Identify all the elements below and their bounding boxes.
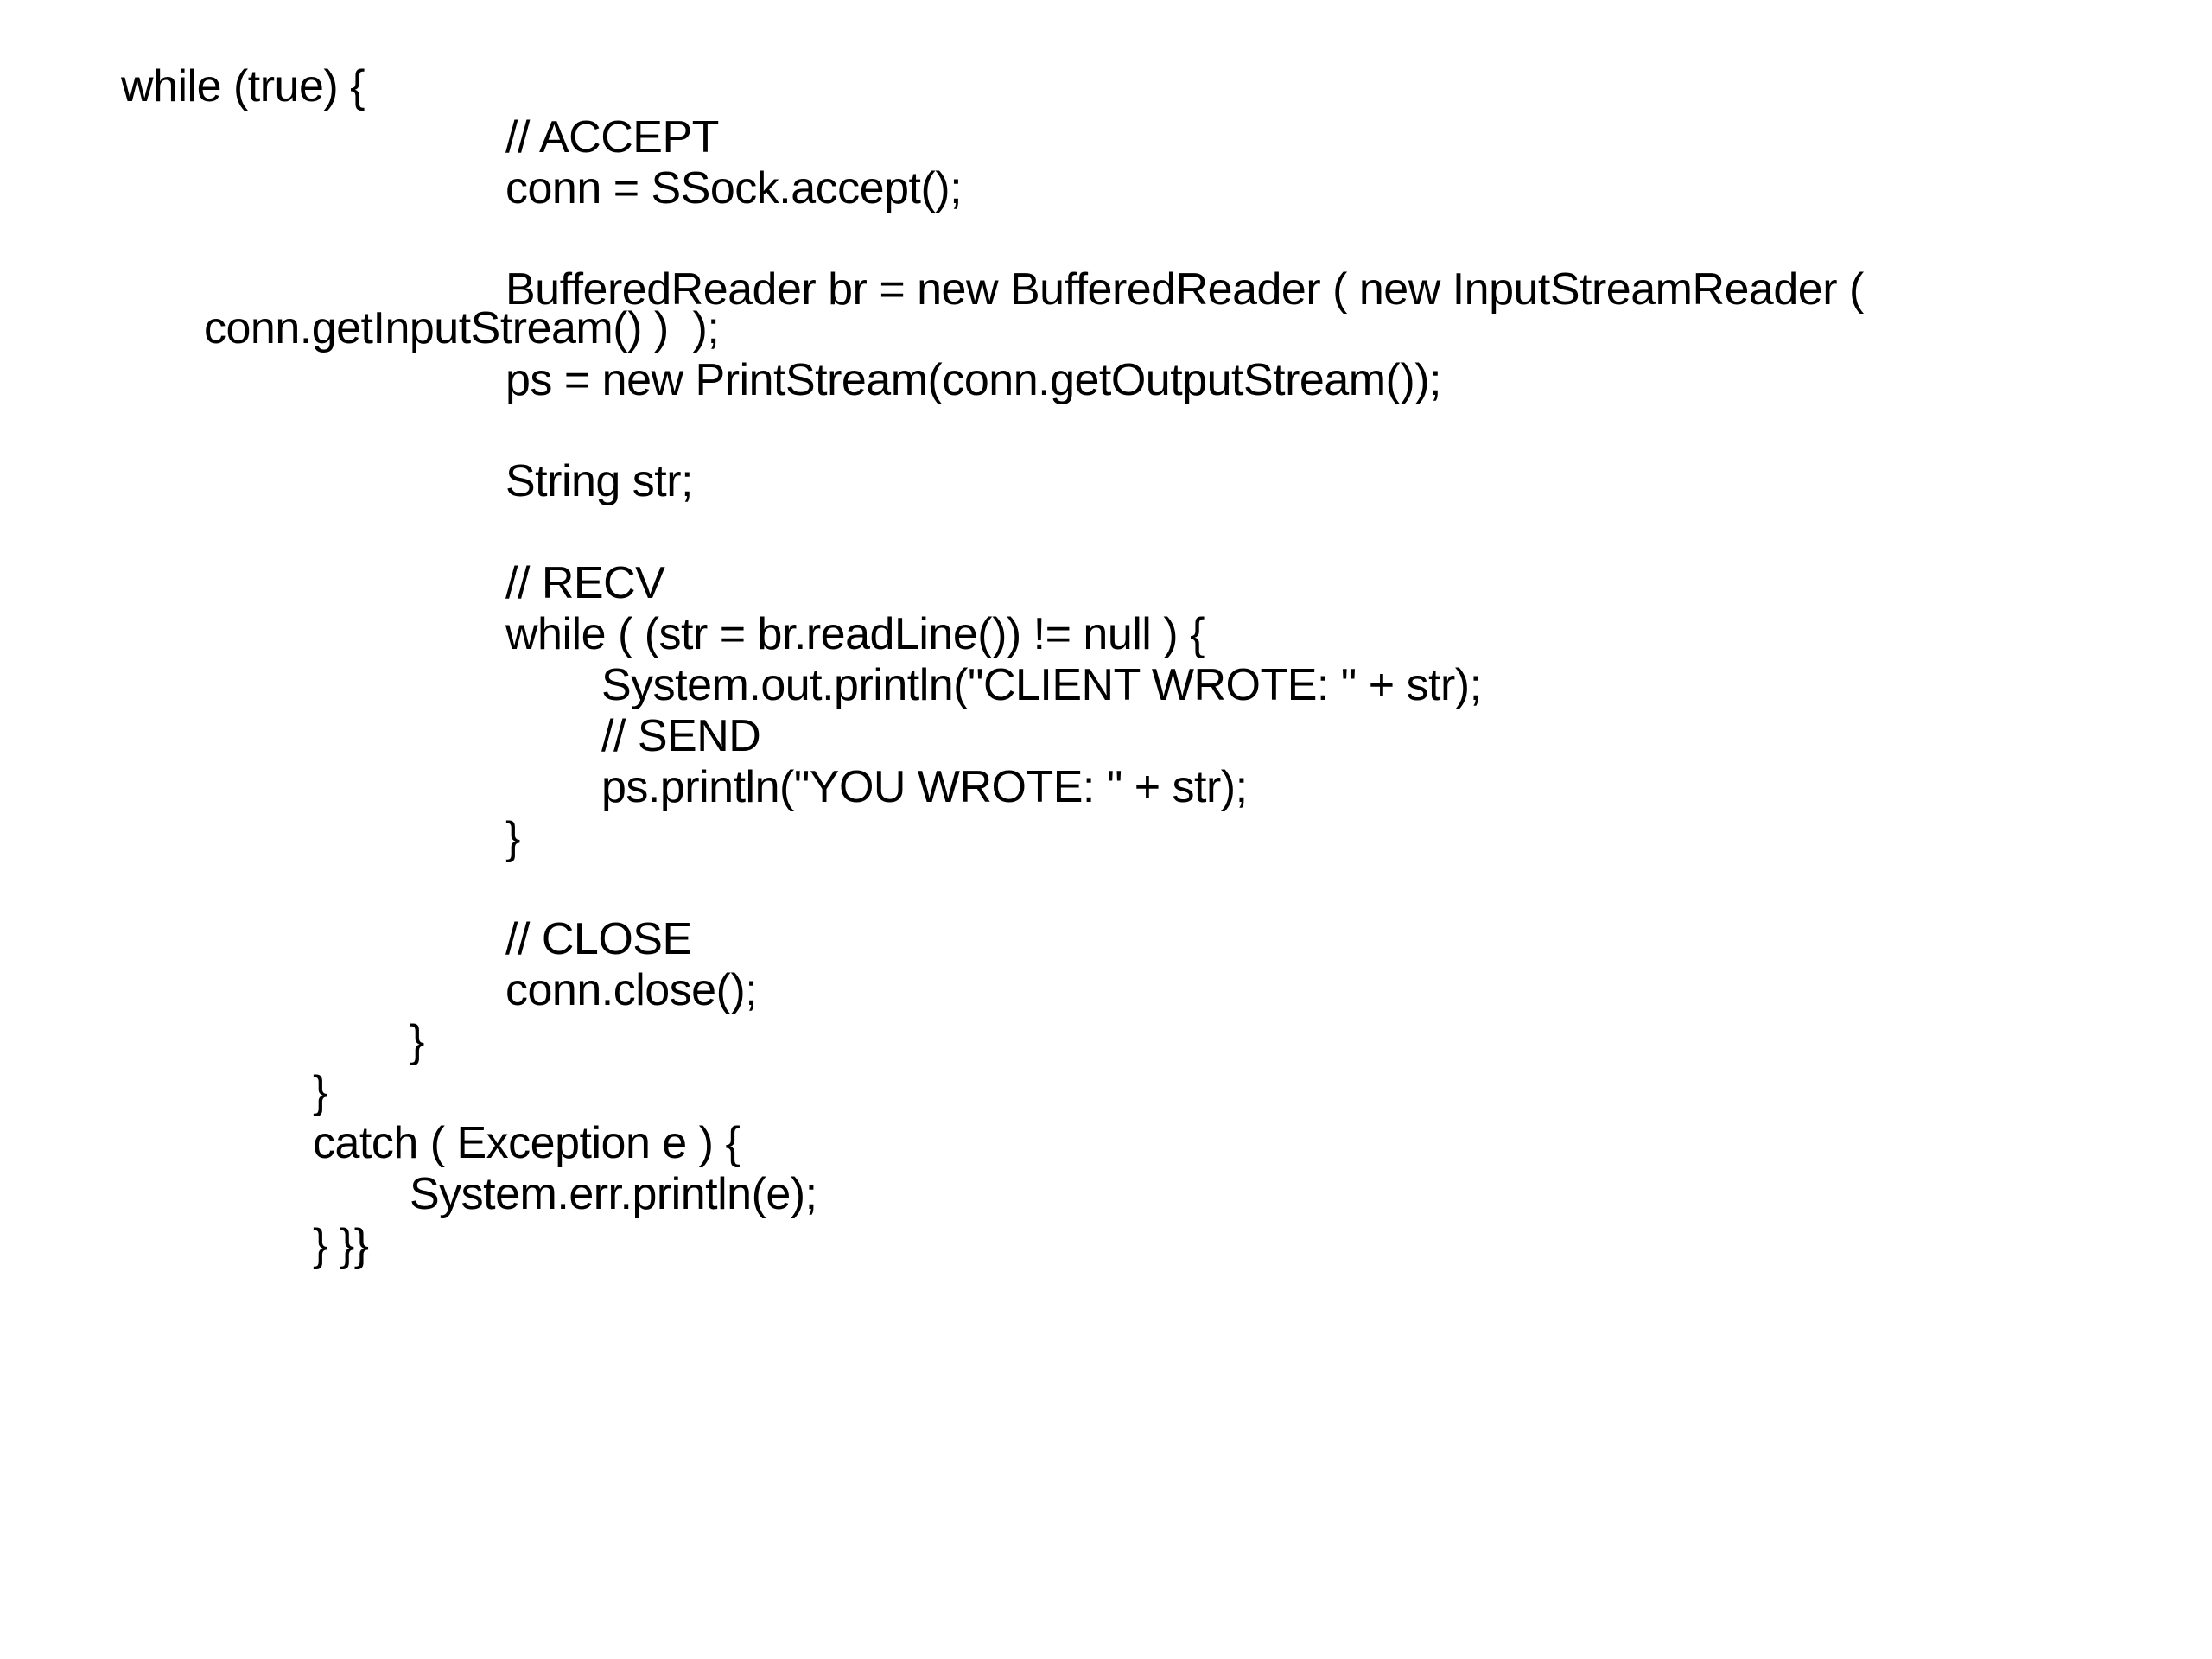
code-line: System.out.println("CLIENT WROTE: " + st… [601, 660, 1482, 710]
code-line: System.err.println(e); [410, 1169, 817, 1219]
code-line: conn = SSock.accept(); [505, 163, 963, 213]
code-line: } [505, 813, 520, 863]
code-line: BufferedReader br = new BufferedReader (… [505, 264, 1864, 315]
code-line: // ACCEPT [505, 112, 719, 162]
code-line: // SEND [601, 711, 761, 761]
code-line: // RECV [505, 558, 665, 608]
code-line: } }} [313, 1220, 369, 1270]
code-line: } [313, 1067, 327, 1117]
code-line: conn.close(); [505, 965, 758, 1015]
code-line: ps.println("YOU WROTE: " + str); [601, 762, 1248, 812]
code-line: String str; [505, 456, 694, 506]
code-line: catch ( Exception e ) { [313, 1118, 741, 1168]
code-line: while (true) { [121, 61, 365, 111]
code-line: } [410, 1016, 424, 1066]
code-line: while ( (str = br.readLine()) != null ) … [505, 609, 1205, 659]
code-line: ps = new PrintStream(conn.getOutputStrea… [505, 355, 1441, 405]
code-line: // CLOSE [505, 914, 692, 964]
code-line: conn.getInputStream() ) ); [204, 303, 720, 353]
